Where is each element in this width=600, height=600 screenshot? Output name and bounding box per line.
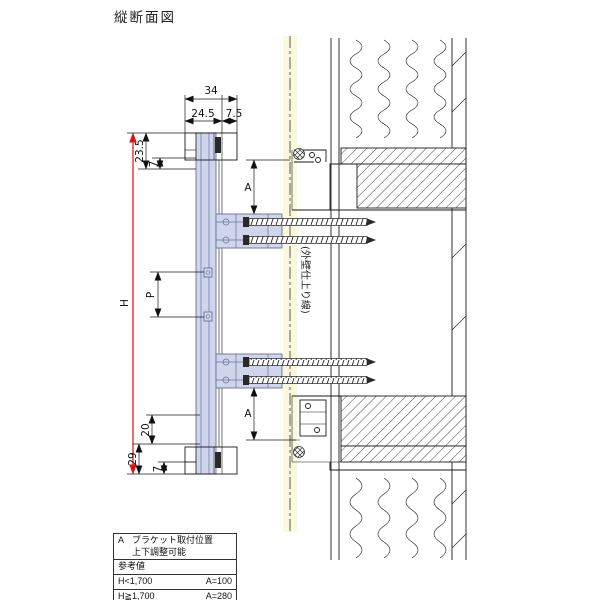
stud-hatch-ticks [451,51,467,549]
dim-width-left: 24.5 [191,108,214,120]
dim-width-right: 7.5 [226,108,243,120]
dim-bottom-left: 20 29 7 [127,414,200,475]
reference-table: A ブラケット取付位置 上下調整可能 参考値 H<1,700 A=100 H≧1,… [113,533,237,600]
dim-overall-width: 34 [204,85,218,97]
dim-top-small: 7 [148,161,160,168]
dim-pitch-label: P [145,292,157,298]
mounting-hook [294,149,327,163]
condition-cell: H≧1,700 [118,590,155,600]
finish-line-label: (外壁仕上り線) [299,246,312,314]
note-text2: 上下調整可能 [132,546,187,557]
dim-a-upper: A [244,182,252,194]
wall-bracket [299,399,327,437]
dim-bracket-lower: A [244,387,296,441]
table-row: H<1,700 A=100 [114,574,236,589]
dim-bottom-20: 20 [140,423,152,436]
dim-bottom-29: 29 [127,452,139,465]
table-ref-header: 参考値 [114,559,236,574]
bracket-rail [195,132,217,475]
sealant-backer-lower [293,446,305,458]
value-cell: A=100 [205,576,232,587]
dim-top-widths: 34 24.5 7.5 [184,85,243,133]
screw [243,217,376,227]
drawing-title: 縦断面図 [114,10,176,25]
dimensions: 34 24.5 7.5 23.5 7 H [119,85,296,475]
dim-pitch: P [145,271,204,318]
note-label: A [118,535,125,545]
table-note-row: A ブラケット取付位置 上下調整可能 [114,534,236,559]
bracket-unit [184,132,283,475]
upper-wall-assembly [291,147,467,211]
value-cell: A=280 [205,590,232,600]
insulation-upper [349,39,447,139]
sealant-backer-upper [293,148,305,160]
dim-a-lower: A [244,408,252,420]
insulation-lower [349,477,447,559]
wall-structure [330,38,467,560]
table-row: H≧1,700 A=280 [114,588,236,600]
note-text: ブラケット取付位置 [132,535,214,545]
dim-upper-left: 23.5 7 [127,132,196,170]
screw [243,235,376,245]
dim-height: H [119,132,196,475]
screw [243,357,376,367]
lower-wall-assembly [291,395,467,471]
pitch-tabs [203,267,213,322]
dim-top-offset: 23.5 [134,139,146,162]
top-cap [184,132,238,161]
dim-height-label: H [119,299,131,307]
dim-bottom-small: 7 [152,466,164,473]
condition-cell: H<1,700 [118,576,153,587]
screw [243,375,376,385]
lag-screws [243,217,376,385]
dim-bracket-upper: A [244,159,290,215]
